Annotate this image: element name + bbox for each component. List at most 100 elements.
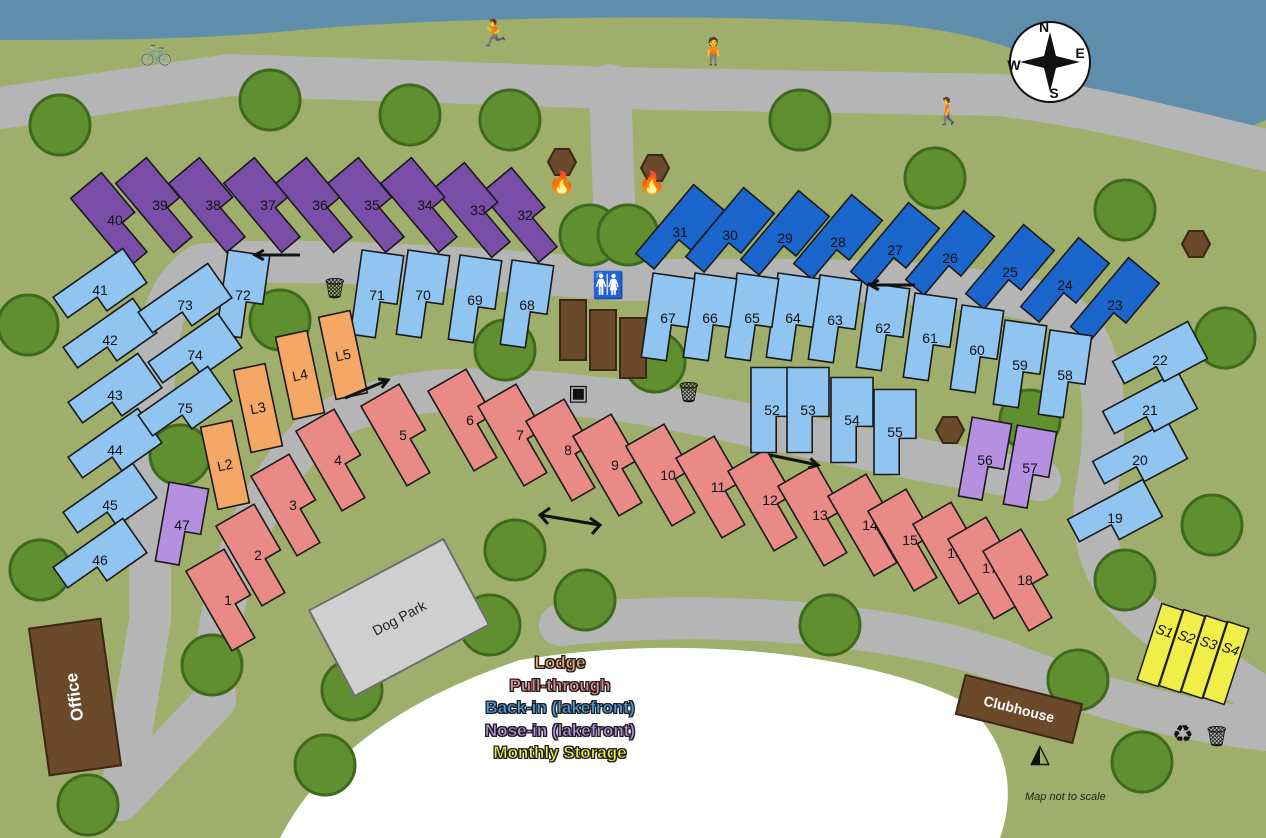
site-number: 4: [334, 452, 342, 468]
site-pad: [62, 297, 158, 369]
site-pad: [1101, 370, 1199, 435]
site-number: 29: [777, 230, 793, 246]
site-number: 12: [762, 492, 778, 508]
lodge-L4: L4: [274, 329, 326, 421]
tree: [1093, 548, 1157, 612]
lake-water: [0, 0, 1266, 131]
tree: [238, 68, 302, 132]
tree: [1180, 493, 1244, 557]
site-pad: [137, 262, 233, 334]
campfire-icon: 🔥: [548, 170, 575, 195]
site-number: 73: [177, 297, 193, 313]
site-pad: [964, 223, 1056, 311]
arrow-right-icon: [769, 453, 819, 467]
site-pull-through-10: 10: [624, 423, 696, 527]
site-pad: [1066, 478, 1164, 543]
site-nose-in-57: 57: [1002, 424, 1058, 510]
site-nose-in-lakefront-32: 32: [479, 166, 559, 264]
site-number: 37: [260, 197, 276, 213]
pavilion: [559, 299, 587, 361]
site-pull-through-7: 7: [476, 383, 548, 487]
tree: [1093, 178, 1157, 242]
site-back-in-20: 20: [1091, 420, 1189, 485]
site-number: 27: [887, 242, 903, 258]
site-nose-in-lakefront-34: 34: [379, 156, 459, 254]
site-number: 66: [702, 310, 718, 326]
site-pad: [52, 517, 148, 589]
trash-icon: 🗑: [1204, 726, 1230, 748]
site-pad: [274, 156, 354, 254]
tree: [0, 293, 60, 357]
storage-S4: S4: [1202, 620, 1250, 706]
site-pad: [855, 282, 911, 372]
site-number: 43: [107, 387, 123, 403]
site-back-in-63: 63: [807, 274, 863, 364]
site-pull-through-4: 4: [294, 408, 366, 512]
site-back-in-69: 69: [447, 254, 503, 344]
site-number: 68: [519, 297, 535, 313]
storage-number: S1: [1154, 620, 1175, 641]
trash-icon: 🗑: [322, 278, 348, 300]
site-number: 74: [187, 347, 203, 363]
site-number: 72: [235, 287, 251, 303]
site-back-in-42: 42: [62, 297, 158, 369]
site-back-in-lakefront-25: 25: [964, 223, 1056, 311]
office-label: Office: [61, 671, 88, 723]
legend-lodge: Lodge: [534, 653, 586, 673]
site-number: 18: [1017, 572, 1033, 588]
site-pad: [739, 189, 831, 277]
site-back-in-67: 67: [640, 272, 696, 362]
site-pad: [184, 548, 256, 652]
tree: [903, 146, 967, 210]
site-pad: [724, 272, 780, 362]
tree: [483, 518, 547, 582]
site-number: 40: [107, 212, 123, 228]
site-pad: [981, 528, 1053, 632]
site-pad: [432, 161, 512, 259]
site-number: 30: [722, 227, 738, 243]
site-pad: [674, 435, 746, 539]
tree: [180, 633, 244, 697]
site-pad: [294, 408, 366, 512]
site-nose-in-lakefront-33: 33: [432, 161, 512, 259]
site-back-in-lakefront-26: 26: [904, 209, 996, 297]
fire-pit: [639, 154, 671, 182]
site-back-in-58: 58: [1037, 329, 1093, 419]
site-pad: [902, 292, 958, 382]
site-nose-in-lakefront-37: 37: [222, 156, 302, 254]
site-number: 59: [1012, 357, 1028, 373]
arrow-left-head: [866, 278, 880, 292]
site-pull-through-2: 2: [214, 503, 286, 607]
site-nose-in-lakefront-39: 39: [114, 156, 194, 254]
site-pad: [624, 423, 696, 527]
site-number: 64: [785, 310, 801, 326]
site-number: 55: [887, 424, 903, 440]
site-pull-through-5: 5: [359, 383, 431, 487]
site-pad: [147, 312, 243, 384]
storage-S2: S2: [1158, 608, 1206, 694]
billiards-icon: ◭: [1030, 738, 1050, 768]
entry-road: [99, 679, 236, 821]
site-back-in-60: 60: [949, 304, 1005, 394]
site-pad: [167, 156, 247, 254]
site-number: 36: [312, 197, 328, 213]
site-number: 42: [102, 332, 118, 348]
fishing-icon: 🧍: [697, 36, 730, 66]
site-pull-through-1: 1: [184, 548, 256, 652]
site-number: 38: [205, 197, 221, 213]
site-back-in-44: 44: [67, 407, 163, 479]
site-number: 45: [102, 497, 118, 513]
site-pad: [765, 272, 821, 362]
scale-note: Map not to scale: [1025, 791, 1106, 803]
site-pad: [395, 249, 451, 339]
site-pad: [499, 259, 555, 349]
site-pad: [426, 368, 498, 472]
arrow-right-head: [807, 457, 822, 470]
site-number: 28: [830, 234, 846, 250]
site-number: 26: [942, 250, 958, 266]
site-pad: [359, 383, 431, 487]
legend-monthly-storage: Monthly Storage: [493, 743, 627, 763]
site-pad: [222, 156, 302, 254]
